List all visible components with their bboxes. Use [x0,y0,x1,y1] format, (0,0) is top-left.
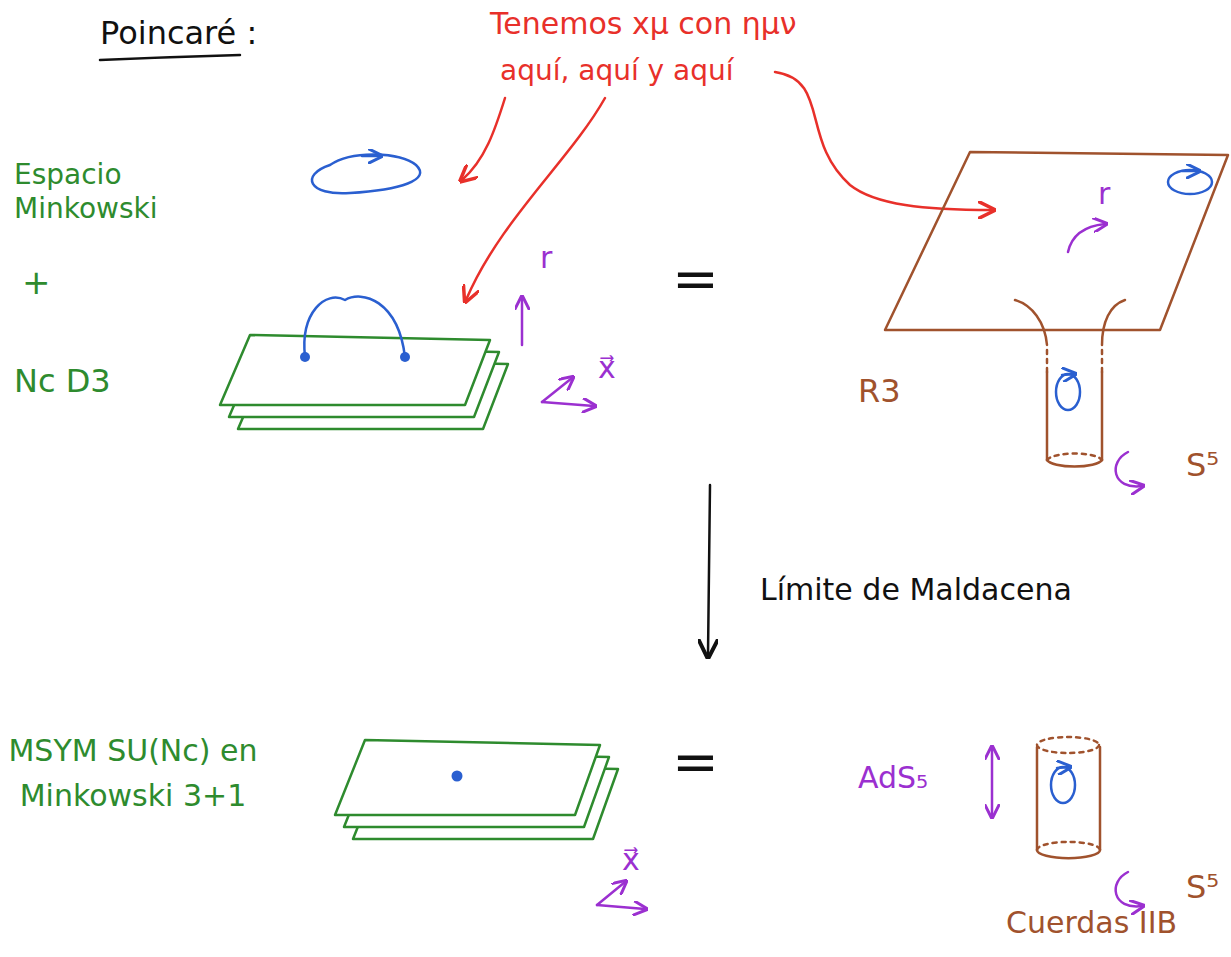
throat [1015,300,1047,345]
flat-region [885,152,1228,330]
region-label: Espacio Minkowski [14,158,194,225]
sphere-arrow [1116,872,1142,906]
string-orientation [1062,374,1074,375]
string-orientation [1182,170,1198,173]
radial-arrow [1068,224,1105,252]
underline [100,55,240,60]
axis [597,905,645,909]
sphere-label: S⁵ [1186,446,1219,484]
brane-stack [335,740,618,839]
string-endpoint [300,352,310,362]
closed-string [312,154,420,193]
cylinder [1047,372,1102,460]
cylinder [1037,842,1100,850]
region-label: R3 [858,372,901,410]
cylinder [1037,850,1100,858]
string-orientation [362,155,380,158]
axis-label: x⃗ [598,350,616,386]
throat [1102,300,1125,345]
leader-arrow [775,72,992,210]
brane-stack [220,335,508,429]
axis [542,402,594,406]
string-orientation [1057,767,1069,768]
equals-sign: = [672,728,719,795]
cylinder [1047,454,1102,460]
equals-sign: = [672,245,719,312]
leader-arrow [466,98,605,300]
cylinder [1037,737,1099,753]
title: Poincaré : [100,14,257,52]
note: Tenemos xμ con ημν [490,6,797,42]
axis-label: r [1098,176,1110,212]
theory-label: MSYM SU(Nc) en Minkowski 3+1 [8,728,258,818]
region-label: Nc D3 [14,362,111,400]
axis-label: r [540,240,552,276]
sphere-arrow [1116,452,1142,486]
operator-dot [452,771,463,782]
radial-arrow [521,298,524,345]
axis [597,882,625,905]
sphere-label: S⁵ [1186,868,1219,906]
axis-label: x⃗ [622,842,640,878]
note: aquí, aquí y aquí [500,54,734,88]
limit-arrow [708,485,710,655]
closed-string [1056,374,1080,410]
cylinder [1037,747,1100,850]
theory-label: Cuerdas IIB [1006,905,1177,941]
string-endpoint [400,352,410,362]
brane [220,335,490,405]
closed-string [1051,767,1075,803]
throat [1047,350,1102,372]
region-label: + [22,262,51,303]
cylinder [1047,460,1102,466]
space-label: AdS₅ [858,760,928,796]
brane [335,740,600,815]
leader-arrow [462,98,505,180]
closed-string [1168,170,1212,194]
open-string [304,297,405,357]
ads-arrow [991,748,994,816]
axis [542,378,572,402]
limit-label: Límite de Maldacena [760,572,1072,608]
